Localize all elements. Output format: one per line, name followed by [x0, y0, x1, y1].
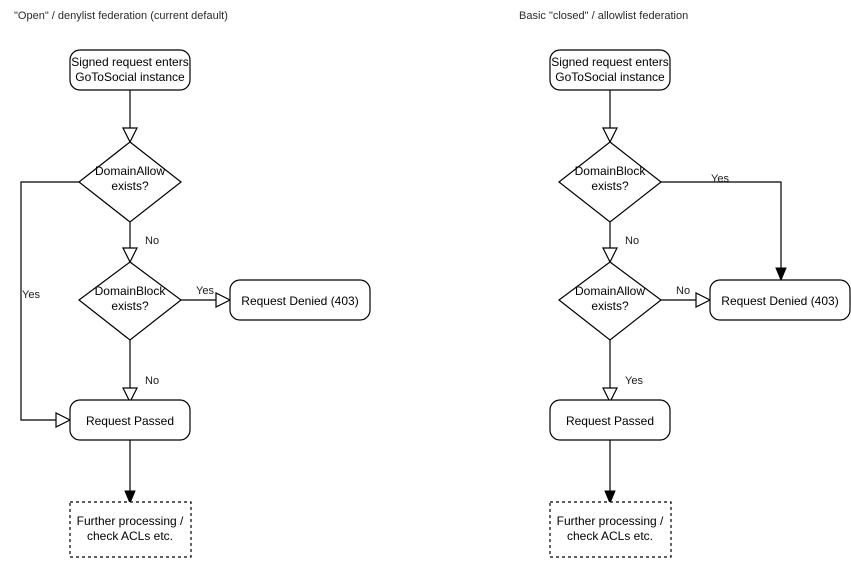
right-domainblock-label-line2: exists? [591, 179, 629, 193]
left-edge-start-to-allow [122, 90, 138, 144]
left-start-label-line2: GoToSocial instance [75, 70, 185, 84]
right-edge-start-to-block [602, 90, 618, 144]
left-edge-label-block-no: No [145, 375, 159, 387]
right-edge-passed-to-further [604, 440, 616, 505]
left-decision-domainallow: DomainAllow exists? [78, 141, 182, 223]
left-domainblock-label-line1: DomainBlock [95, 284, 167, 298]
right-further-label-line1: Further processing / [557, 514, 664, 528]
left-flow-title: "Open" / denylist federation (current de… [14, 10, 228, 22]
arrowhead-open-icon [55, 412, 72, 428]
right-passed-node: Request Passed [549, 399, 671, 441]
right-denied-label: Request Denied (403) [721, 294, 838, 308]
right-domainallow-label-line2: exists? [591, 299, 629, 313]
arrowhead-open-icon [602, 247, 618, 264]
arrowhead-open-icon [695, 292, 712, 308]
right-edge-label-allow-yes: Yes [625, 375, 643, 387]
arrowhead-filled-icon [775, 267, 787, 282]
left-edge-label-block-yes: Yes [196, 285, 214, 297]
right-edge-label-block-yes: Yes [711, 173, 729, 185]
left-further-label-line2: check ACLs etc. [87, 529, 173, 543]
right-start-label-line2: GoToSocial instance [555, 70, 665, 84]
left-decision-domainblock: DomainBlock exists? [78, 261, 182, 341]
left-edge-block-yes: Yes [181, 285, 232, 308]
left-domainallow-label-line2: exists? [111, 179, 149, 193]
right-domainallow-label-line1: DomainAllow [575, 284, 645, 298]
right-edge-allow-no: No [661, 285, 712, 308]
left-edge-passed-to-further [124, 440, 136, 505]
left-start-label-line1: Signed request enters [71, 55, 188, 69]
arrowhead-filled-icon [124, 490, 136, 505]
left-edge-allow-yes: Yes [20, 181, 79, 428]
right-flowchart: Basic "closed" / allowlist federation Si… [519, 10, 851, 558]
left-edge-allow-no: No [122, 222, 159, 264]
left-edge-block-no: No [122, 340, 159, 404]
arrowhead-open-icon [122, 247, 138, 264]
left-flowchart: "Open" / denylist federation (current de… [14, 10, 371, 558]
left-further-node: Further processing / check ACLs etc. [69, 501, 192, 558]
right-domainblock-label-line1: DomainBlock [575, 164, 647, 178]
right-decision-domainblock: DomainBlock exists? [558, 141, 662, 223]
left-denied-label: Request Denied (403) [241, 294, 358, 308]
left-denied-box [229, 279, 371, 321]
right-passed-label: Request Passed [566, 414, 654, 428]
left-edge-label-allow-no: No [145, 235, 159, 247]
left-domainallow-label-line1: DomainAllow [95, 164, 165, 178]
right-further-box [549, 501, 672, 558]
right-edge-allow-yes: Yes [602, 340, 643, 404]
right-edge-label-allow-no: No [676, 285, 690, 297]
right-further-label-line2: check ACLs etc. [567, 529, 653, 543]
arrowhead-open-icon [122, 387, 138, 404]
left-further-box [69, 501, 192, 558]
right-edge-block-yes: Yes [661, 173, 787, 282]
left-domainblock-label-line2: exists? [111, 299, 149, 313]
arrowhead-open-icon [602, 127, 618, 144]
left-further-label-line1: Further processing / [77, 514, 184, 528]
right-edge-label-block-no: No [625, 235, 639, 247]
arrowhead-filled-icon [604, 490, 616, 505]
right-decision-domainallow: DomainAllow exists? [558, 261, 662, 341]
left-passed-node: Request Passed [69, 399, 191, 441]
left-edge-label-allow-yes: Yes [22, 289, 40, 301]
right-denied-node: Request Denied (403) [709, 279, 851, 321]
right-start-label-line1: Signed request enters [551, 55, 668, 69]
right-flow-title: Basic "closed" / allowlist federation [519, 10, 688, 22]
arrowhead-open-icon [122, 127, 138, 144]
left-denied-node: Request Denied (403) [229, 279, 371, 321]
right-denied-box [709, 279, 851, 321]
right-start-node: Signed request enters GoToSocial instanc… [549, 49, 671, 91]
right-edge-block-no: No [602, 222, 639, 264]
left-passed-label: Request Passed [86, 414, 174, 428]
right-further-node: Further processing / check ACLs etc. [549, 501, 672, 558]
arrowhead-open-icon [602, 387, 618, 404]
arrowhead-open-icon [215, 292, 232, 308]
left-start-node: Signed request enters GoToSocial instanc… [69, 49, 191, 91]
